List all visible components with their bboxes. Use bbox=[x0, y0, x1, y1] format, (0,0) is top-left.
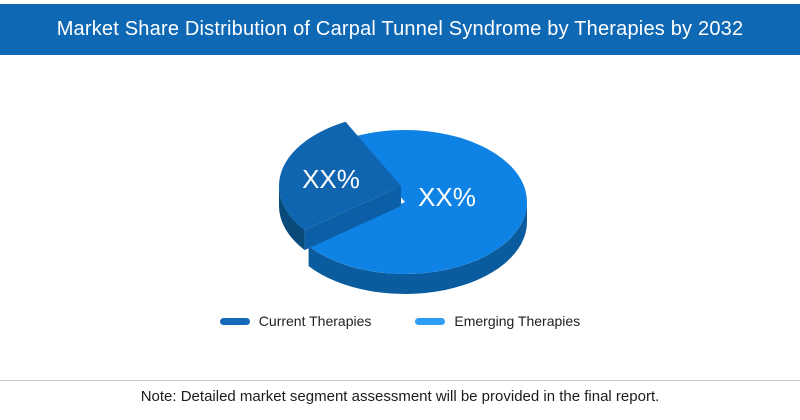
slice-label-current-therapies: XX% bbox=[302, 164, 360, 194]
legend-item-emerging-therapies: Emerging Therapies bbox=[415, 313, 580, 329]
chart-legend: Current Therapies Emerging Therapies bbox=[0, 313, 800, 329]
chart-title: Market Share Distribution of Carpal Tunn… bbox=[56, 18, 744, 40]
title-bar: Market Share Distribution of Carpal Tunn… bbox=[0, 4, 800, 55]
pie-slice-side-emerging-therapies bbox=[308, 202, 527, 294]
footer-divider bbox=[0, 380, 800, 381]
pie-slice-top-emerging-therapies bbox=[308, 129, 527, 274]
pie-slice-top-current-therapies bbox=[278, 121, 401, 231]
pie-slice-side-current-therapies bbox=[279, 186, 305, 251]
pie-slice-cut-face-current-therapies bbox=[304, 186, 401, 251]
slice-label-emerging-therapies: XX% bbox=[418, 182, 476, 212]
pie-chart: XX% XX% bbox=[278, 121, 527, 294]
legend-marker-current-therapies bbox=[219, 317, 250, 325]
legend-label-emerging-therapies: Emerging Therapies bbox=[454, 313, 581, 329]
legend-label-current-therapies: Current Therapies bbox=[258, 313, 372, 329]
legend-marker-emerging-therapies bbox=[415, 317, 446, 325]
footer-note: Note: Detailed market segment assessment… bbox=[140, 388, 660, 405]
legend-item-current-therapies: Current Therapies bbox=[219, 313, 372, 329]
